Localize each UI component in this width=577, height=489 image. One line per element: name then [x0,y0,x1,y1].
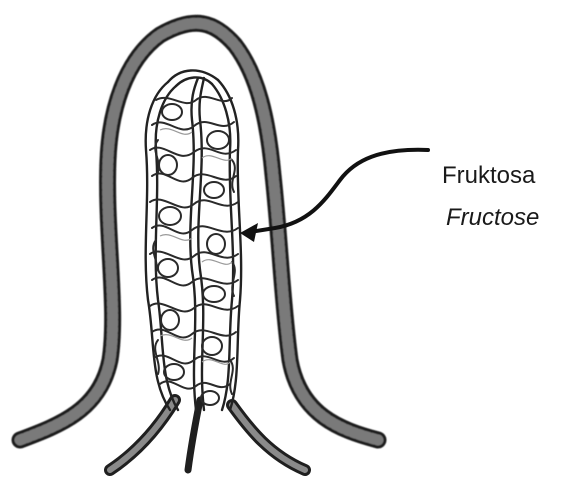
blood-capillary-network [146,70,241,410]
label-fructose: Fructose [446,206,539,230]
pointer-arrowhead [240,223,258,242]
label-fruktosa: Fruktosa [442,164,535,188]
vessel-stems [110,400,305,470]
